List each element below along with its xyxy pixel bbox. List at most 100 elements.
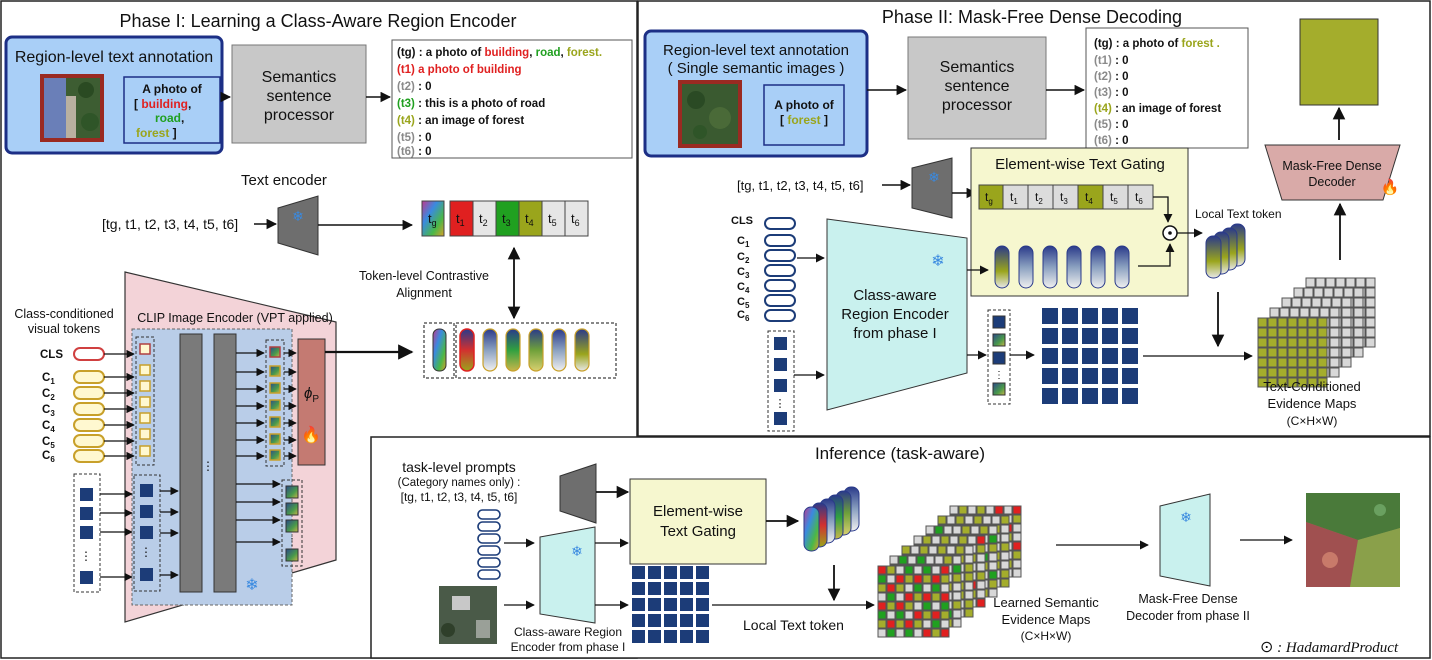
phase2-patch-grid bbox=[1042, 308, 1138, 404]
inference-patch-grid bbox=[632, 566, 709, 643]
inference-local-tokens bbox=[803, 486, 860, 552]
grid-cell bbox=[648, 582, 661, 595]
snowflake-icon: ❄ bbox=[928, 169, 940, 185]
grid-cell bbox=[1291, 297, 1302, 308]
grid-cell bbox=[1102, 328, 1118, 344]
grid-cell bbox=[922, 592, 932, 602]
grid-cell bbox=[976, 589, 986, 599]
grid-cell bbox=[958, 535, 968, 545]
phase1-class-1: C1 bbox=[42, 372, 55, 386]
grid-cell bbox=[976, 505, 986, 515]
grid-cell bbox=[1287, 357, 1298, 368]
grid-cell bbox=[1042, 368, 1058, 384]
grid-cell bbox=[886, 628, 896, 638]
grid-cell bbox=[1287, 317, 1298, 328]
phase1-output-tokens bbox=[432, 328, 590, 372]
inference-region-encoder bbox=[539, 526, 596, 624]
grid-cell bbox=[946, 545, 956, 555]
grid-cell bbox=[1315, 277, 1326, 288]
grid-cell bbox=[913, 535, 923, 545]
phase1-caption-line1: A photo of bbox=[142, 82, 203, 96]
grid-cell bbox=[931, 565, 941, 575]
grid-cell bbox=[664, 614, 677, 627]
grid-cell bbox=[648, 566, 661, 579]
grid-cell bbox=[976, 535, 986, 545]
grid-cell bbox=[964, 545, 974, 555]
phase2-evidence-line3: (C×H×W) bbox=[1287, 414, 1338, 428]
grid-cell bbox=[925, 555, 935, 565]
phase2-class-2: C2 bbox=[737, 251, 750, 265]
inference-decoder-line1: Mask-Free Dense bbox=[1138, 592, 1237, 606]
grid-cell bbox=[664, 630, 677, 643]
grid-cell bbox=[973, 515, 983, 525]
grid-cell bbox=[937, 545, 947, 555]
inference-title: Inference (task-aware) bbox=[815, 444, 985, 463]
phase1-token-g: tg bbox=[428, 211, 437, 228]
grid-cell bbox=[988, 543, 998, 553]
grid-cell bbox=[1281, 297, 1292, 308]
grid-cell bbox=[982, 515, 992, 525]
phase2-caption-box bbox=[763, 84, 845, 146]
phase2-sentence-t6: (t6) : 0 bbox=[1094, 135, 1129, 147]
grid-cell bbox=[1012, 541, 1022, 551]
grid-cell bbox=[696, 614, 709, 627]
grid-cell bbox=[1341, 357, 1352, 368]
grid-cell bbox=[964, 608, 974, 618]
grid-cell bbox=[1307, 367, 1318, 378]
phase2-evidence-line2: Evidence Maps bbox=[1268, 396, 1357, 411]
phase2-annotation-sub: ( Single semantic images ) bbox=[668, 60, 845, 77]
grid-cell bbox=[1012, 532, 1022, 542]
grid-cell bbox=[913, 565, 923, 575]
grid-cell bbox=[913, 574, 923, 584]
phase1-output-cls-group bbox=[265, 339, 285, 467]
grid-cell bbox=[1329, 347, 1340, 358]
phase2-processor-line1: Semantics bbox=[940, 59, 1015, 76]
grid-cell bbox=[922, 601, 932, 611]
grid-cell bbox=[910, 545, 920, 555]
grid-cell bbox=[1257, 317, 1268, 328]
phase1-inner-patch-group bbox=[133, 474, 161, 592]
snowflake-icon: ❄ bbox=[571, 543, 583, 559]
grid-cell bbox=[952, 582, 962, 592]
grid-cell bbox=[1000, 515, 1010, 525]
phase2-sentence-t2: (t2) : 0 bbox=[1094, 71, 1129, 83]
grid-cell bbox=[1122, 348, 1138, 364]
grid-cell bbox=[904, 574, 914, 584]
inference-encoder-line1: Class-aware Region bbox=[514, 625, 622, 639]
arrow-gating-pills-to-hadamard bbox=[1138, 243, 1175, 267]
phase2-decoder-line1: Mask-Free Dense bbox=[1282, 159, 1381, 173]
grid-cell bbox=[943, 525, 953, 535]
grid-cell bbox=[952, 564, 962, 574]
grid-cell bbox=[958, 505, 968, 515]
grid-cell bbox=[1257, 367, 1268, 378]
grid-cell bbox=[988, 552, 998, 562]
grid-cell bbox=[1329, 307, 1340, 318]
grid-cell bbox=[1122, 328, 1138, 344]
grid-cell bbox=[922, 574, 932, 584]
grid-cell bbox=[632, 566, 645, 579]
grid-cell bbox=[1297, 337, 1308, 348]
grid-cell bbox=[895, 565, 905, 575]
grid-cell bbox=[877, 610, 887, 620]
grid-cell bbox=[1012, 523, 1022, 533]
phase2-title: Phase II: Mask-Free Dense Decoding bbox=[882, 7, 1182, 27]
phase2-decoder-line2: Decoder bbox=[1308, 175, 1355, 189]
inference-maps-line2: Evidence Maps bbox=[1002, 612, 1091, 627]
grid-cell bbox=[901, 545, 911, 555]
grid-cell bbox=[1365, 307, 1376, 318]
grid-cell bbox=[964, 515, 974, 525]
phase2-token-4: t4 bbox=[1085, 190, 1093, 206]
grid-cell bbox=[1329, 367, 1340, 378]
grid-cell bbox=[1365, 337, 1376, 348]
phase2-cls-label: CLS bbox=[731, 215, 753, 227]
grid-cell bbox=[940, 592, 950, 602]
grid-cell bbox=[994, 505, 1004, 515]
phase2-local-token-label: Local Text token bbox=[1195, 207, 1282, 221]
grid-cell bbox=[1297, 357, 1308, 368]
phase1-class-6: C6 bbox=[42, 450, 55, 464]
grid-cell bbox=[895, 619, 905, 629]
snowflake-icon: ❄ bbox=[245, 577, 258, 594]
grid-cell bbox=[1122, 368, 1138, 384]
grid-cell bbox=[1277, 367, 1288, 378]
grid-cell bbox=[648, 614, 661, 627]
